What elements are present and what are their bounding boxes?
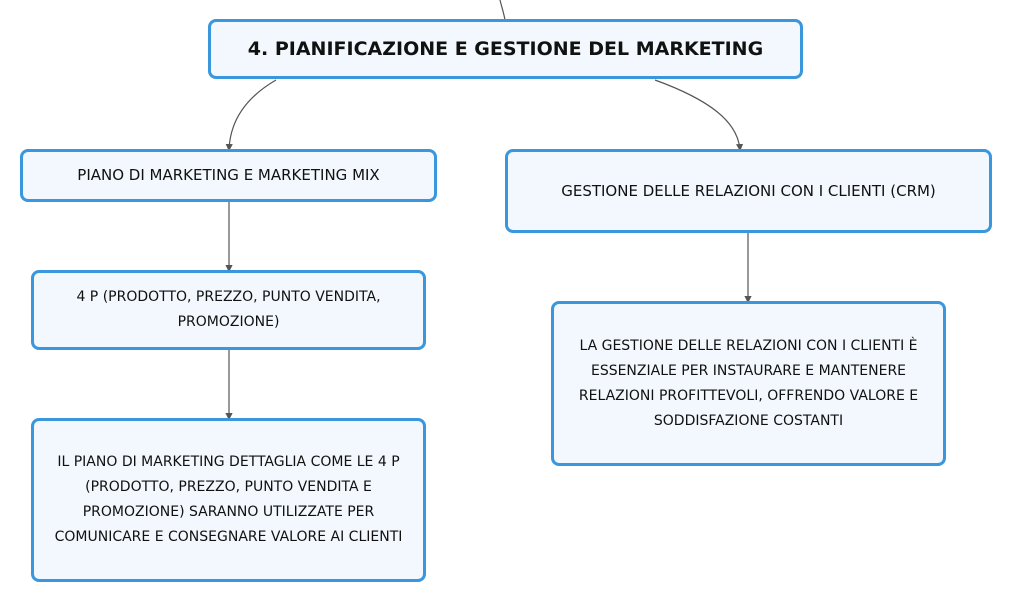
node-label: PIANO DI MARKETING E MARKETING MIX bbox=[77, 166, 380, 184]
node-quattro-p[interactable]: 4 P (PRODOTTO, PREZZO, PUNTO VENDITA, PR… bbox=[31, 270, 426, 350]
node-gestione-relazioni-clienti[interactable]: GESTIONE DELLE RELAZIONI CON I CLIENTI (… bbox=[505, 149, 992, 233]
connector-root-to-crm bbox=[654, 79, 744, 152]
node-label: GESTIONE DELLE RELAZIONI CON I CLIENTI (… bbox=[561, 181, 936, 200]
node-piano-dettaglio[interactable]: IL PIANO DI MARKETING DETTAGLIA COME LE … bbox=[31, 418, 426, 582]
node-label: IL PIANO DI MARKETING DETTAGLIA COME LE … bbox=[54, 454, 403, 545]
connector-root-to-piano bbox=[225, 79, 277, 152]
node-crm-descrizione[interactable]: LA GESTIONE DELLE RELAZIONI CON I CLIENT… bbox=[551, 301, 946, 466]
node-label: 4 P (PRODOTTO, PREZZO, PUNTO VENDITA, PR… bbox=[76, 289, 381, 330]
node-piano-marketing-mix[interactable]: PIANO DI MARKETING E MARKETING MIX bbox=[20, 149, 437, 202]
node-pianificazione-gestione-marketing[interactable]: 4. PIANIFICAZIONE E GESTIONE DEL MARKETI… bbox=[208, 19, 803, 79]
node-label: 4. PIANIFICAZIONE E GESTIONE DEL MARKETI… bbox=[247, 37, 764, 60]
connector-parent-to-root bbox=[499, 0, 506, 21]
node-label: LA GESTIONE DELLE RELAZIONI CON I CLIENT… bbox=[578, 337, 919, 429]
